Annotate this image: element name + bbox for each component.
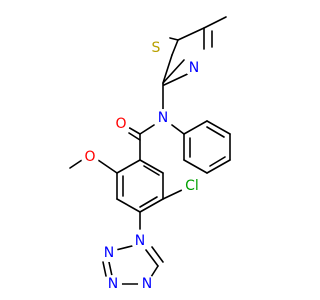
bond [139, 196, 158, 208]
svg-text:N: N [142, 276, 152, 292]
carbonyl-oxygen: O [112, 115, 130, 133]
bond [162, 54, 173, 84]
bond [150, 265, 159, 278]
svg-text:O: O [115, 116, 126, 132]
svg-text:N: N [158, 110, 168, 126]
bond [127, 126, 141, 135]
svg-text:N: N [108, 276, 118, 292]
amide-nitrogen: N [154, 109, 172, 127]
bond [171, 124, 185, 135]
bond [206, 159, 231, 174]
svg-text:Cl: Cl [185, 178, 199, 194]
svg-text:O: O [84, 149, 95, 165]
bond [169, 37, 179, 41]
methoxy-oxygen: O [81, 148, 99, 166]
tetrazole-nitrogen-2: N [100, 244, 118, 262]
svg-text:S: S [152, 40, 161, 56]
bond [139, 198, 164, 213]
bond [97, 159, 118, 174]
bond [162, 59, 185, 84]
bond [206, 126, 225, 138]
tetrazole-nitrogen-1: N [131, 232, 149, 250]
bond [108, 261, 113, 277]
atom-labels: S N N O O Cl N N [81, 39, 203, 293]
bond [183, 159, 208, 174]
bond [177, 27, 205, 41]
bonds [69, 16, 231, 285]
tetrazole-nitrogen-3: N [104, 275, 122, 293]
bond [162, 189, 183, 200]
bond [203, 16, 227, 29]
bond [115, 245, 133, 251]
bond [171, 39, 179, 56]
bond [139, 159, 164, 174]
bond [128, 132, 141, 141]
svg-text:N: N [135, 233, 145, 249]
tetrazole-nitrogen-4: N [138, 275, 156, 293]
thiazole-sulfur: S [147, 39, 165, 57]
bond [143, 165, 160, 176]
bond [151, 246, 164, 263]
svg-text:N: N [189, 60, 199, 76]
svg-text:N: N [104, 245, 114, 261]
bond [116, 198, 141, 213]
bond [183, 120, 208, 135]
bond [209, 156, 226, 167]
chemical-structure: S N N O O Cl N N [69, 16, 231, 293]
bond [116, 159, 141, 174]
bond [145, 249, 159, 267]
bond [69, 159, 83, 169]
bond [139, 124, 155, 135]
thiazole-nitrogen: N [185, 59, 203, 77]
bond [102, 261, 107, 277]
bond [206, 120, 231, 135]
chlorine: Cl [181, 175, 203, 197]
